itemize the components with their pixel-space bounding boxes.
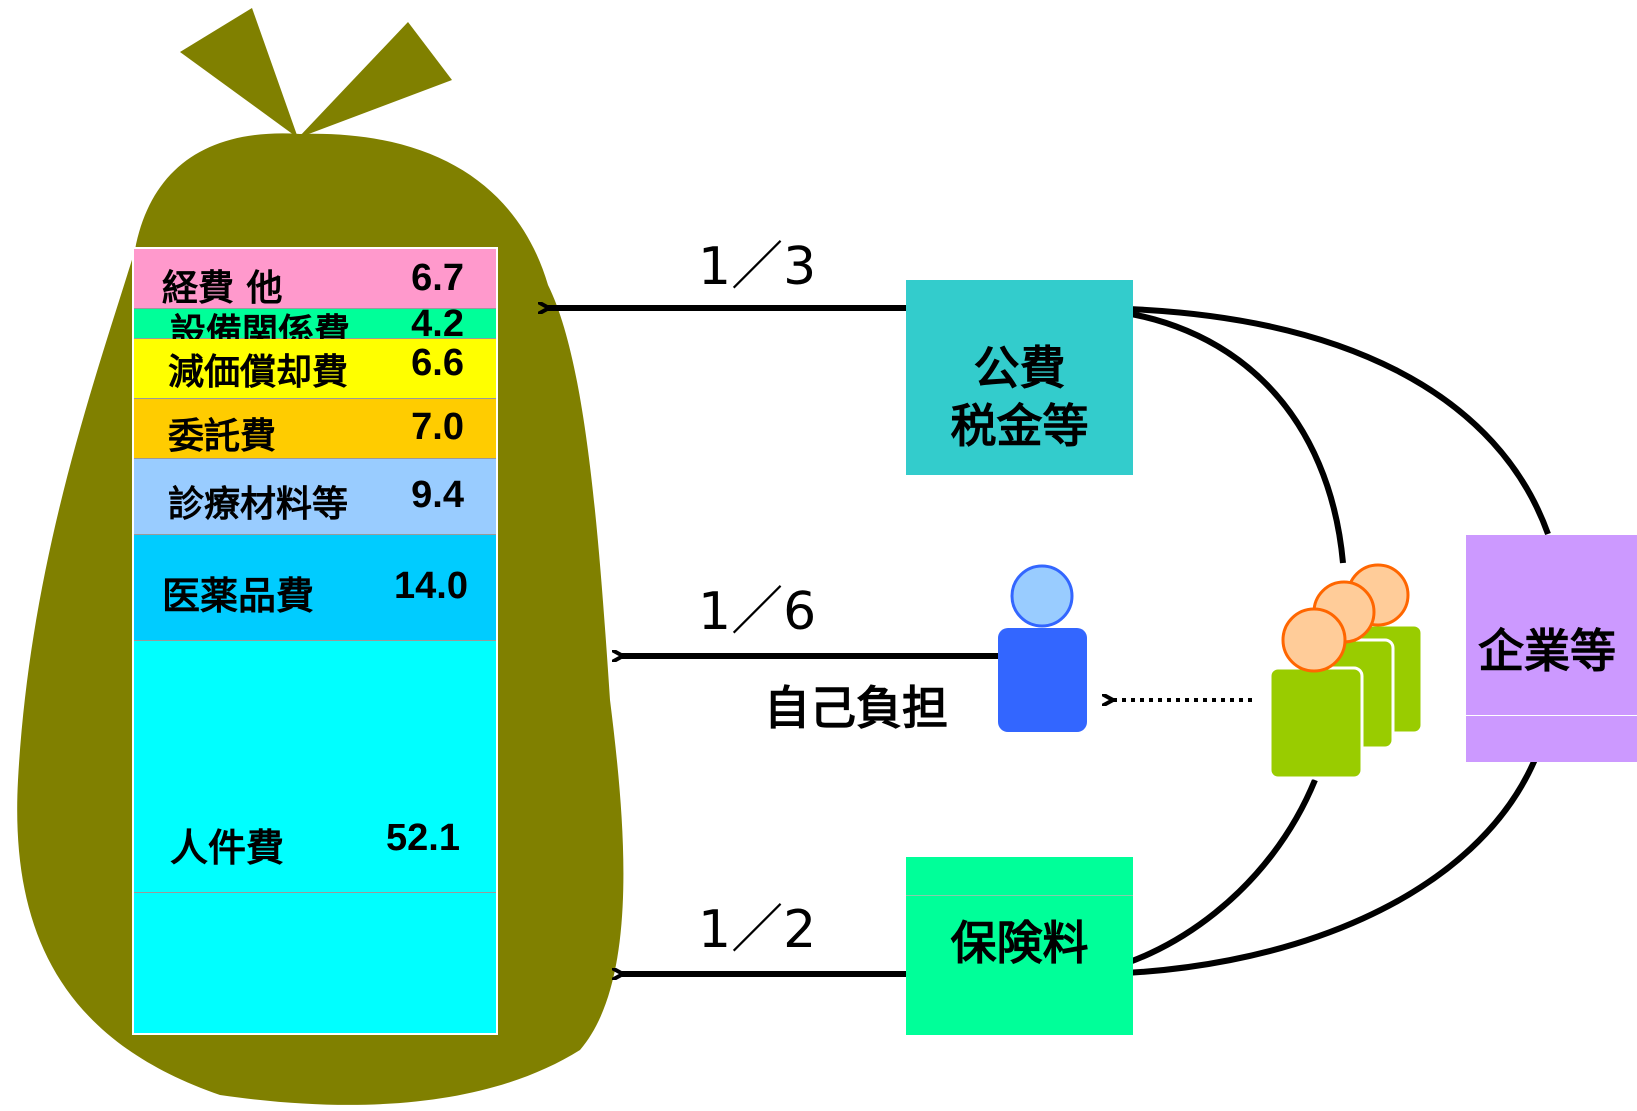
company-label: 企業等 (1478, 624, 1616, 678)
cost-row-other-expenses: 経費 他 6.7 (134, 249, 496, 309)
bag-knot-right (298, 22, 452, 138)
public-funds-line1: 公費 (973, 341, 1066, 395)
cost-row-personnel: 人件費 52.1 (134, 641, 496, 893)
fraction-self: 1／6 (698, 582, 817, 642)
public-funds-line2: 税金等 (950, 398, 1089, 453)
cost-row-medical-materials: 診療材料等 9.4 (134, 459, 496, 535)
cost-value: 6.7 (411, 257, 464, 299)
cost-label: 委託費 (168, 416, 277, 457)
person-icon (998, 564, 1087, 732)
cost-label: 医薬品費 (162, 574, 315, 618)
bag-knot-left (180, 8, 298, 138)
people-group-icon (1268, 563, 1424, 780)
cost-value: 6.6 (411, 342, 464, 384)
cost-row-outsourcing: 委託費 7.0 (134, 399, 496, 459)
curve-company-to-public (1079, 305, 1551, 536)
insurance-premium-label: 保険料 (950, 916, 1089, 971)
cost-label: 減価償却費 (168, 352, 349, 393)
cost-row-pharmaceuticals: 医薬品費 14.0 (134, 535, 496, 641)
self-payment-label: 自己負担 (764, 681, 948, 735)
insurance-premium-box: 保険料 (906, 855, 1133, 1037)
fraction-premium: 1／2 (698, 900, 817, 960)
cost-value: 7.0 (411, 406, 464, 448)
cost-label: 診療材料等 (168, 484, 349, 525)
cost-value: 14.0 (394, 565, 468, 607)
cost-breakdown-table (132, 247, 498, 1035)
cost-value: 9.4 (411, 474, 464, 516)
cost-row-personnel-extension (134, 893, 496, 1033)
fraction-public: 1／3 (698, 237, 817, 297)
curve-company-to-premium (1084, 750, 1541, 977)
public-funds-box: 公費 税金等 (906, 280, 1133, 475)
curve-people-to-public (1079, 305, 1346, 564)
cost-value: 52.1 (386, 817, 460, 859)
cost-row-depreciation: 減価償却費 6.6 (134, 339, 496, 399)
cost-label: 経費 他 (162, 268, 283, 309)
cost-row-equipment: 設備関係費 4.2 (134, 303, 496, 353)
cost-value: 4.2 (411, 303, 464, 345)
company-box: 企業等 (1466, 535, 1637, 762)
cost-label: 人件費 (170, 826, 285, 870)
